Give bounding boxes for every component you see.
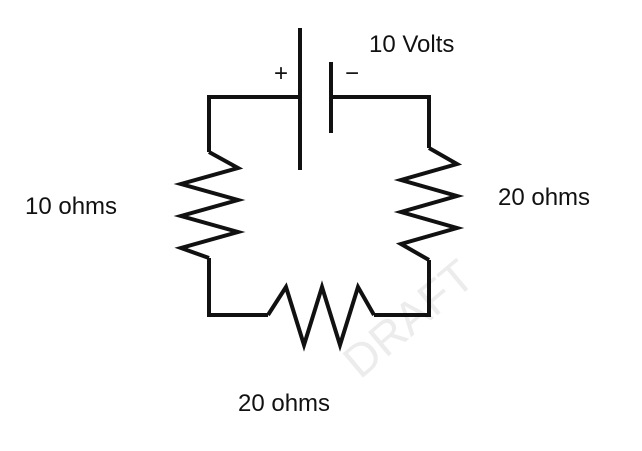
wire-top-right: [331, 95, 431, 148]
battery: [298, 28, 333, 170]
wire-bottom-right: [374, 260, 431, 317]
right-resistor-label: 20 ohms: [498, 184, 590, 211]
labels: + − 10 Volts 10 ohms 20 ohms 20 ohms: [25, 31, 590, 417]
wires: [207, 95, 431, 317]
battery-voltage-label: 10 Volts: [369, 31, 454, 58]
watermark-text: DRAFT: [333, 249, 484, 387]
resistor-left: [173, 150, 246, 260]
resistor-bottom: [266, 280, 376, 352]
resistors: [173, 146, 465, 352]
positive-terminal-symbol: +: [274, 60, 288, 87]
wire-top-left: [207, 95, 300, 152]
resistor-right: [393, 146, 465, 262]
bottom-resistor-label: 20 ohms: [238, 390, 330, 417]
wire-bottom-left: [207, 258, 268, 317]
left-resistor-label: 10 ohms: [25, 193, 117, 220]
negative-terminal-symbol: −: [345, 60, 359, 87]
watermark: DRAFT: [333, 249, 484, 387]
